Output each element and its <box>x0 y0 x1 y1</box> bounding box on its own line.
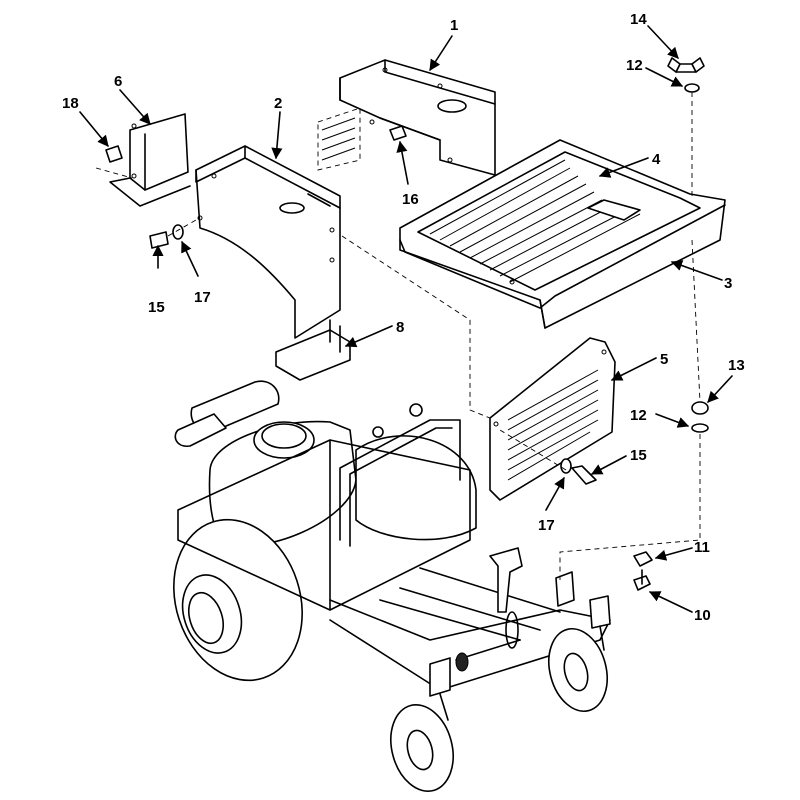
callout-12-bottom: 12 <box>630 407 647 424</box>
engine-and-frame <box>173 380 611 793</box>
part-6-bracket <box>109 113 191 207</box>
callout-10: 10 <box>694 607 711 624</box>
callout-2: 2 <box>274 95 282 112</box>
callout-17-left: 17 <box>194 289 211 306</box>
part-2-side-panel <box>195 145 341 339</box>
part-1-rear-cover <box>317 59 496 176</box>
callout-15-left: 15 <box>148 299 165 316</box>
callout-3: 3 <box>724 275 732 292</box>
hardware <box>105 57 709 591</box>
callout-18: 18 <box>62 95 79 112</box>
leader-lines <box>79 25 733 613</box>
callout-16: 16 <box>402 191 419 208</box>
callout-12-top: 12 <box>626 57 643 74</box>
callout-8: 8 <box>396 319 404 336</box>
callout-labels: 1 2 3 4 5 6 8 10 11 12 12 13 14 15 15 16… <box>62 11 745 624</box>
callout-5: 5 <box>660 351 668 368</box>
callout-17-right: 17 <box>538 517 555 534</box>
callout-11: 11 <box>694 539 710 556</box>
callout-6: 6 <box>114 73 122 90</box>
callout-15-right: 15 <box>630 447 647 464</box>
callout-4: 4 <box>652 151 661 168</box>
part-5-louvered-panel <box>489 337 616 501</box>
wing-nut-icon <box>667 57 705 73</box>
callout-14: 14 <box>630 11 647 28</box>
callout-13: 13 <box>728 357 745 374</box>
assembly-lines <box>95 92 701 580</box>
part-8-bottom-bracket <box>275 319 351 381</box>
callout-1: 1 <box>450 17 458 34</box>
part-4-console-mat <box>417 151 701 291</box>
